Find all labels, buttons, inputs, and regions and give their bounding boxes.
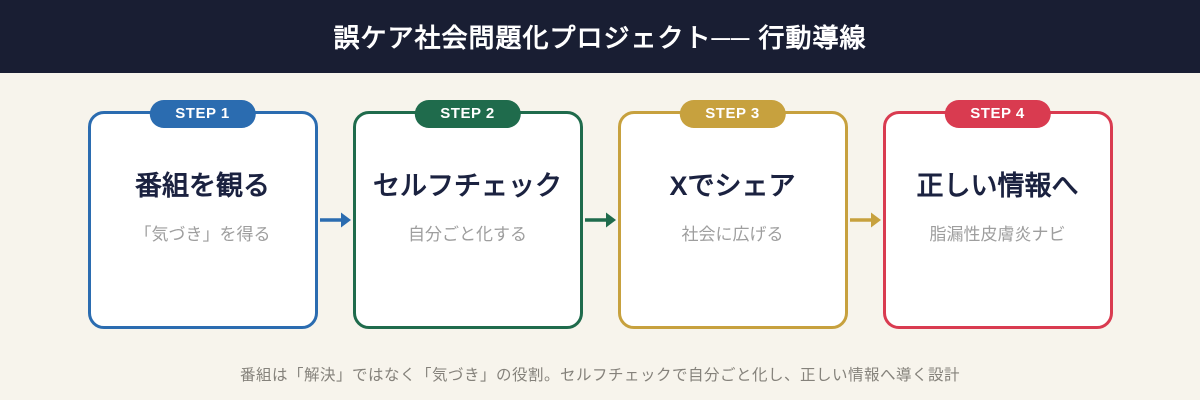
step-subtitle-1: 「気づき」を得る <box>134 225 271 244</box>
step-card-3: STEP 3 Xでシェア 社会に広げる <box>617 100 848 329</box>
step-body: 番組を観る 「気づき」を得る <box>134 171 271 244</box>
step-title-1: 番組を観る <box>135 171 270 201</box>
arrow-right-icon <box>318 209 353 231</box>
step-card-2: STEP 2 セルフチェック 自分ごと化する <box>352 100 583 329</box>
step-badge-2: STEP 2 <box>414 100 521 128</box>
step-body: セルフチェック 自分ごと化する <box>373 171 562 244</box>
step-subtitle-4: 脂漏性皮膚炎ナビ <box>929 225 1066 244</box>
step-card-1: STEP 1 番組を観る 「気づき」を得る <box>87 100 318 329</box>
step-badge-4: STEP 4 <box>944 100 1051 128</box>
step-badge-1: STEP 1 <box>149 100 256 128</box>
footer-note: 番組は「解決」ではなく「気づき」の役割。セルフチェックで自分ごと化し、正しい情報… <box>239 367 960 384</box>
arrow-right-icon <box>848 209 883 231</box>
step-subtitle-3: 社会に広げる <box>681 225 784 244</box>
page-title: 誤ケア社会問題化プロジェクト── 行動導線 <box>333 23 867 53</box>
step-flow: STEP 1 番組を観る 「気づき」を得る STEP 2 セルフチェック 自分ご… <box>0 100 1200 329</box>
step-title-3: Xでシェア <box>669 171 796 201</box>
arrow-right-icon <box>583 209 618 231</box>
title-bar: 誤ケア社会問題化プロジェクト── 行動導線 <box>0 0 1200 73</box>
step-card-4: STEP 4 正しい情報へ 脂漏性皮膚炎ナビ <box>882 100 1113 329</box>
step-title-2: セルフチェック <box>373 171 562 201</box>
step-body: 正しい情報へ 脂漏性皮膚炎ナビ <box>916 171 1079 244</box>
step-badge-3: STEP 3 <box>679 100 786 128</box>
step-title-4: 正しい情報へ <box>916 171 1079 201</box>
step-body: Xでシェア 社会に広げる <box>669 171 796 244</box>
step-subtitle-2: 自分ごと化する <box>408 225 527 244</box>
